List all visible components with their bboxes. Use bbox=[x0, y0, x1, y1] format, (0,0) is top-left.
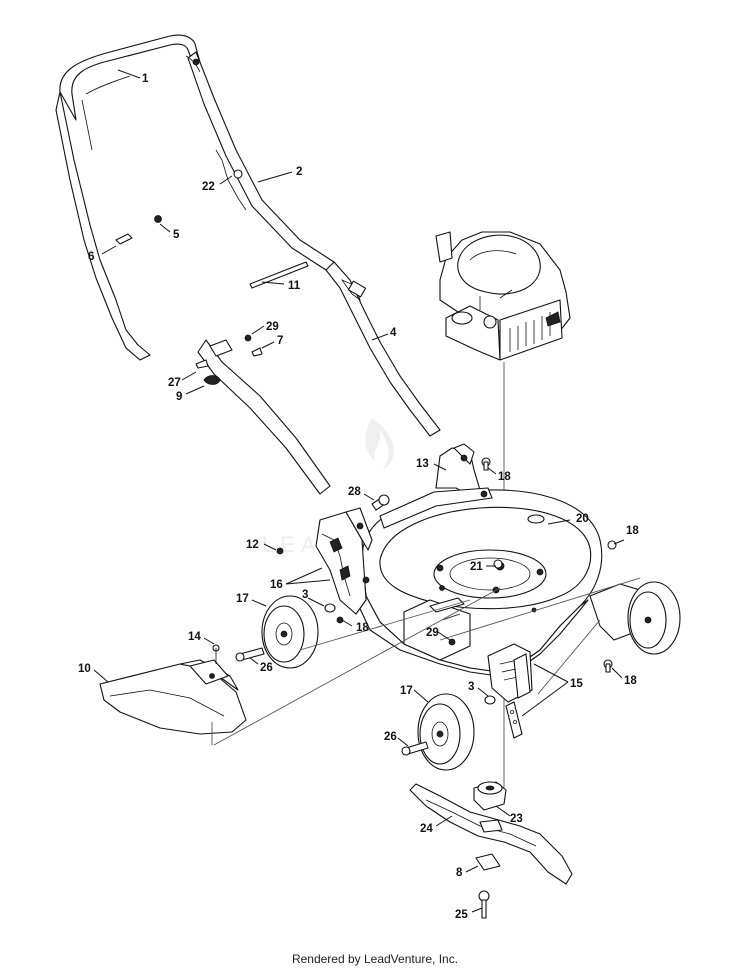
callout-9: 9 bbox=[176, 391, 182, 403]
leader-lines bbox=[93, 69, 625, 913]
callout-18: 18 bbox=[626, 525, 639, 537]
callout-20: 20 bbox=[576, 513, 589, 525]
callout-11: 11 bbox=[288, 280, 301, 292]
callout-12: 12 bbox=[246, 539, 259, 551]
blade-adapter bbox=[473, 781, 507, 811]
mower-deck bbox=[355, 489, 603, 677]
misc-bolts bbox=[276, 457, 617, 673]
discharge-chute bbox=[99, 644, 247, 735]
front-wheel-left bbox=[417, 693, 475, 771]
callout-22: 22 bbox=[202, 181, 215, 193]
blade-bolt-and-washer bbox=[475, 853, 501, 919]
callout-1: 1 bbox=[142, 73, 149, 85]
blade bbox=[409, 783, 573, 885]
callout-13: 13 bbox=[416, 458, 429, 470]
rear-bracket bbox=[315, 507, 373, 615]
callout-23: 23 bbox=[510, 813, 523, 825]
callout-17: 17 bbox=[236, 593, 249, 605]
callout-21: 21 bbox=[470, 561, 483, 573]
callout-16: 16 bbox=[270, 579, 283, 591]
callout-5: 5 bbox=[173, 229, 180, 241]
callout-3: 3 bbox=[302, 589, 308, 601]
callout-7: 7 bbox=[277, 335, 283, 347]
callout-27: 27 bbox=[168, 377, 181, 389]
callout-labels: 1 2 3 3 4 5 6 7 8 9 10 11 12 13 14 15 16… bbox=[78, 73, 639, 921]
callout-6: 6 bbox=[88, 251, 94, 263]
rear-wheel bbox=[261, 595, 319, 669]
wheel-hardware bbox=[235, 603, 523, 756]
upper-handle bbox=[55, 34, 347, 361]
callout-14: 14 bbox=[188, 631, 201, 643]
callout-18: 18 bbox=[356, 622, 369, 634]
callout-15: 15 bbox=[570, 678, 583, 690]
assembly-lines bbox=[211, 577, 641, 746]
callout-29: 29 bbox=[426, 627, 439, 639]
callout-26: 26 bbox=[260, 662, 273, 674]
lower-handle bbox=[197, 261, 441, 495]
callout-8: 8 bbox=[456, 867, 463, 879]
callout-25: 25 bbox=[455, 909, 468, 921]
callout-28: 28 bbox=[348, 486, 361, 498]
callout-18: 18 bbox=[624, 675, 637, 687]
callout-26: 26 bbox=[384, 731, 397, 743]
handle-bracket bbox=[379, 443, 493, 529]
callout-10: 10 bbox=[78, 663, 91, 675]
footer-credit: Rendered by LeadVenture, Inc. bbox=[291, 952, 459, 966]
handle-hardware bbox=[115, 58, 309, 385]
callout-4: 4 bbox=[390, 327, 397, 339]
callout-17: 17 bbox=[400, 685, 413, 697]
callout-29: 29 bbox=[266, 321, 279, 333]
callout-3: 3 bbox=[468, 681, 474, 693]
callout-18: 18 bbox=[498, 471, 511, 483]
front-wheel-right bbox=[627, 581, 681, 655]
engine bbox=[435, 231, 571, 361]
callout-2: 2 bbox=[296, 166, 302, 178]
callout-24: 24 bbox=[420, 823, 433, 835]
